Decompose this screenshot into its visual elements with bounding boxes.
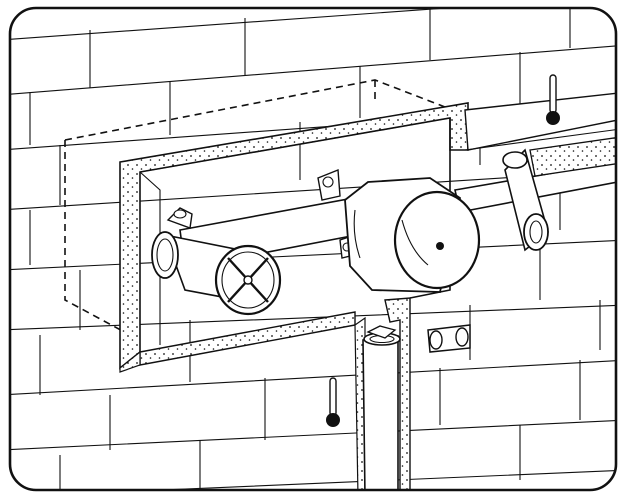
right-elbow-fitting	[502, 148, 549, 252]
thermometer-icon	[546, 74, 560, 125]
mounting-box-outline	[64, 79, 459, 336]
vertical-pipe-channel	[354, 297, 411, 490]
mixer-valve-body	[317, 168, 481, 293]
spout-outlet	[151, 207, 282, 316]
bottom-connector	[366, 324, 471, 353]
thermometer-icon	[326, 377, 340, 427]
upper-right-pipe-channel	[464, 91, 616, 151]
diagram-frame	[8, 6, 618, 492]
